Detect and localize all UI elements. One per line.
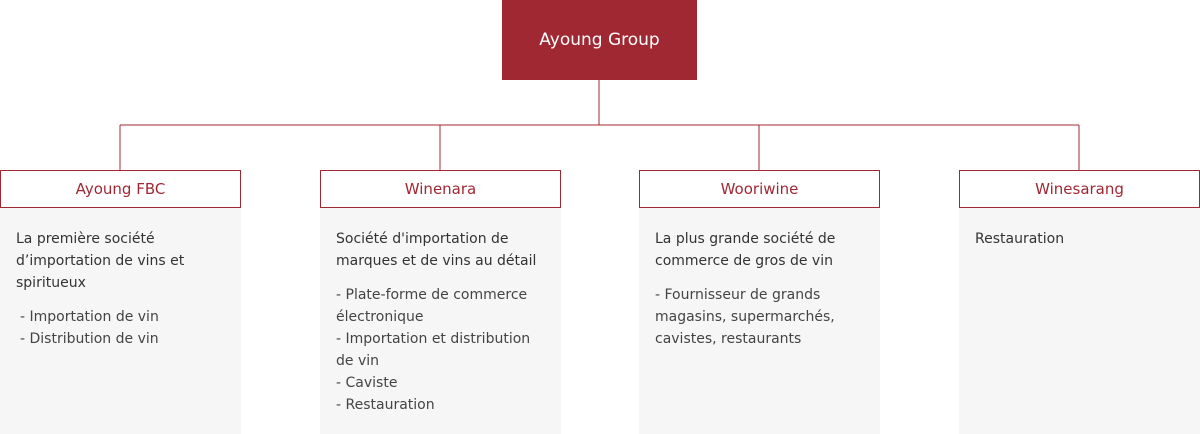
list-item: - Fournisseur de grands magasins, superm… bbox=[655, 287, 835, 347]
company-description: Société d'importation de marques et de v… bbox=[336, 231, 537, 269]
company-winesarang: Winesarang Restauration bbox=[959, 170, 1200, 434]
company-header: Wooriwine bbox=[639, 170, 880, 208]
list-item: - Importation de vin bbox=[20, 309, 159, 325]
list-item: - Distribution de vin bbox=[20, 331, 159, 347]
company-header: Winesarang bbox=[959, 170, 1200, 208]
company-details: Société d'importation de marques et de v… bbox=[320, 208, 561, 434]
list-item: - Restauration bbox=[336, 397, 435, 413]
root-node: Ayoung Group bbox=[502, 0, 697, 80]
company-details: La plus grande société de commerce de gr… bbox=[639, 208, 880, 434]
company-details: Restauration bbox=[959, 208, 1200, 434]
company-description: Restauration bbox=[975, 231, 1065, 247]
list-item: - Caviste bbox=[336, 375, 398, 391]
list-item: - Plate-forme de commerce électronique bbox=[336, 287, 528, 325]
company-name: Ayoung FBC bbox=[75, 180, 166, 198]
company-winenara: Winenara Société d'importation de marque… bbox=[320, 170, 561, 434]
activity-list: - Fournisseur de grands magasins, superm… bbox=[655, 284, 860, 350]
company-header: Winenara bbox=[320, 170, 561, 208]
company-details: La première société d’importation de vin… bbox=[0, 208, 241, 434]
company-name: Winenara bbox=[404, 180, 477, 198]
activity-list: - Plate-forme de commerce électronique -… bbox=[336, 284, 551, 416]
company-name: Wooriwine bbox=[720, 180, 799, 198]
company-header: Ayoung FBC bbox=[0, 170, 241, 208]
company-ayoung-fbc: Ayoung FBC La première société d’importa… bbox=[0, 170, 241, 434]
activity-list: - Importation de vin - Distribution de v… bbox=[16, 306, 227, 350]
company-name: Winesarang bbox=[1035, 180, 1124, 198]
company-wooriwine: Wooriwine La plus grande société de comm… bbox=[639, 170, 880, 434]
company-description: La première société d’importation de vin… bbox=[16, 231, 185, 291]
list-item: - Importation et distribution de vin bbox=[336, 331, 531, 369]
company-description: La plus grande société de commerce de gr… bbox=[655, 231, 836, 269]
root-label: Ayoung Group bbox=[539, 30, 660, 50]
